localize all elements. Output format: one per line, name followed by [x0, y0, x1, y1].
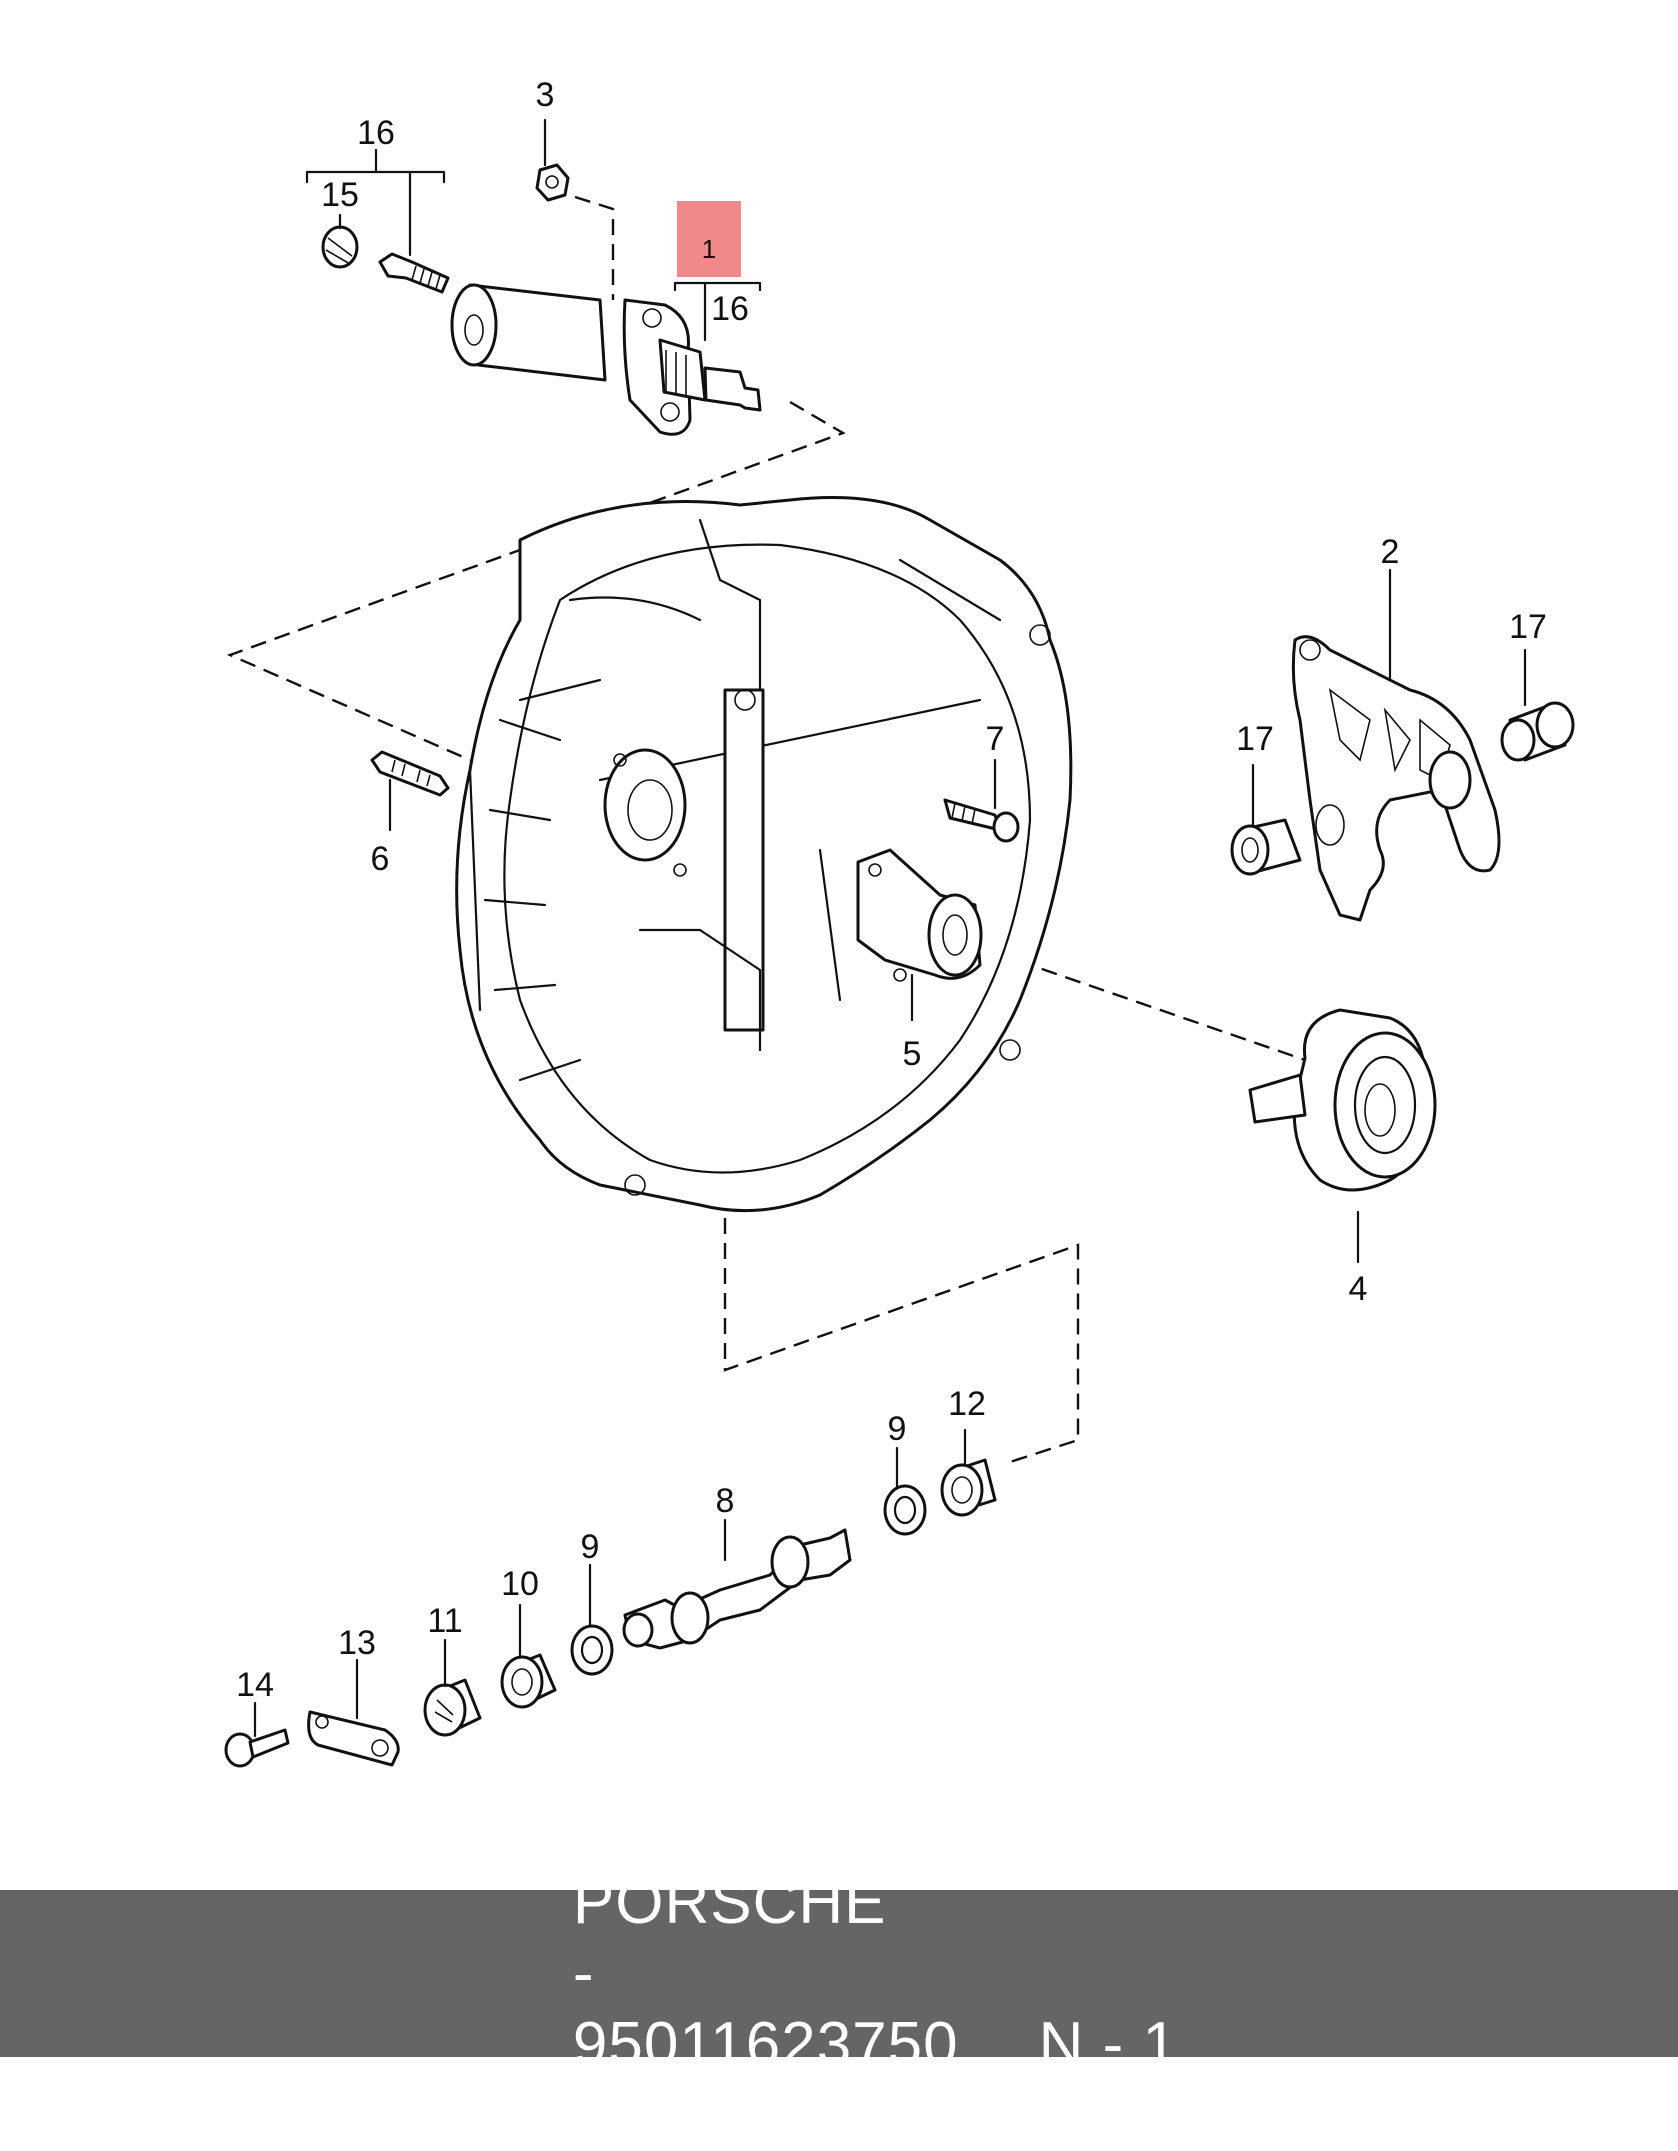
highlight-marker [677, 201, 741, 277]
callout-9-right: 9 [888, 1410, 907, 1448]
bushing-part-12 [940, 1458, 997, 1517]
shaft-part-8 [622, 1528, 852, 1650]
part-number: 95011623750 [572, 2010, 959, 2079]
callout-7: 7 [986, 720, 1005, 758]
callout-15: 15 [321, 176, 359, 214]
parts-diagram: 1 2 3 4 5 6 7 8 9 9 10 11 12 13 14 15 16… [224, 76, 1575, 1768]
callout-labels: 1 2 3 4 5 6 7 8 9 9 10 11 12 13 14 15 16… [236, 76, 1547, 1704]
seal-part-9-right [883, 1484, 927, 1536]
callout-5: 5 [903, 1035, 922, 1073]
callout-16-top: 16 [357, 114, 395, 152]
bolt-part-14 [224, 1728, 290, 1768]
callout-9-left: 9 [581, 1528, 600, 1566]
leader-lines [253, 118, 1527, 1738]
bushing-part-17-right [1500, 701, 1575, 762]
callout-1: 1 [702, 234, 716, 264]
plate-part-13 [307, 1710, 400, 1767]
callout-8: 8 [716, 1482, 735, 1520]
slave-cylinder-part-1 [450, 283, 762, 436]
diagram-position: N - 1 [1038, 2010, 1178, 2079]
bushing-part-17-left [1230, 818, 1302, 876]
callout-3: 3 [536, 76, 555, 114]
callout-13: 13 [338, 1624, 376, 1662]
nut-part-3 [535, 163, 570, 202]
stud-part-6 [370, 750, 450, 797]
callout-10: 10 [501, 1565, 539, 1603]
bushing-part-10 [500, 1653, 557, 1709]
separator: - [572, 1939, 595, 2008]
callout-11: 11 [427, 1602, 462, 1640]
brand-name: PORSCHE [572, 1868, 887, 1937]
callout-16-right: 16 [711, 290, 749, 328]
callout-6: 6 [371, 840, 390, 878]
bellhousing [455, 496, 1073, 1213]
release-bearing-part-4 [1248, 1008, 1437, 1192]
callout-2: 2 [1381, 533, 1400, 571]
seal-part-9-left [570, 1624, 614, 1676]
bleeder-screw-part-16 [378, 252, 450, 294]
callout-17-right: 17 [1509, 608, 1547, 646]
part-info-footer: PORSCHE - 95011623750 N - 1 [0, 1868, 1678, 2079]
part-info-text: PORSCHE - 95011623750 N - 1 [500, 1796, 1178, 2151]
callout-12: 12 [948, 1385, 986, 1423]
release-fork-part-2 [1291, 635, 1501, 922]
bolt-part-7 [943, 798, 1020, 843]
sleeve-part-11 [423, 1678, 482, 1737]
callout-17-left: 17 [1236, 720, 1274, 758]
callout-4: 4 [1349, 1270, 1368, 1308]
exploded-view-drawing: 1 2 3 4 5 6 7 8 9 9 10 11 12 13 14 15 16… [224, 76, 1575, 1768]
callout-14: 14 [236, 1666, 274, 1704]
bleeder-cap-part-15 [321, 225, 359, 269]
guide-tube-part-5 [856, 848, 983, 982]
